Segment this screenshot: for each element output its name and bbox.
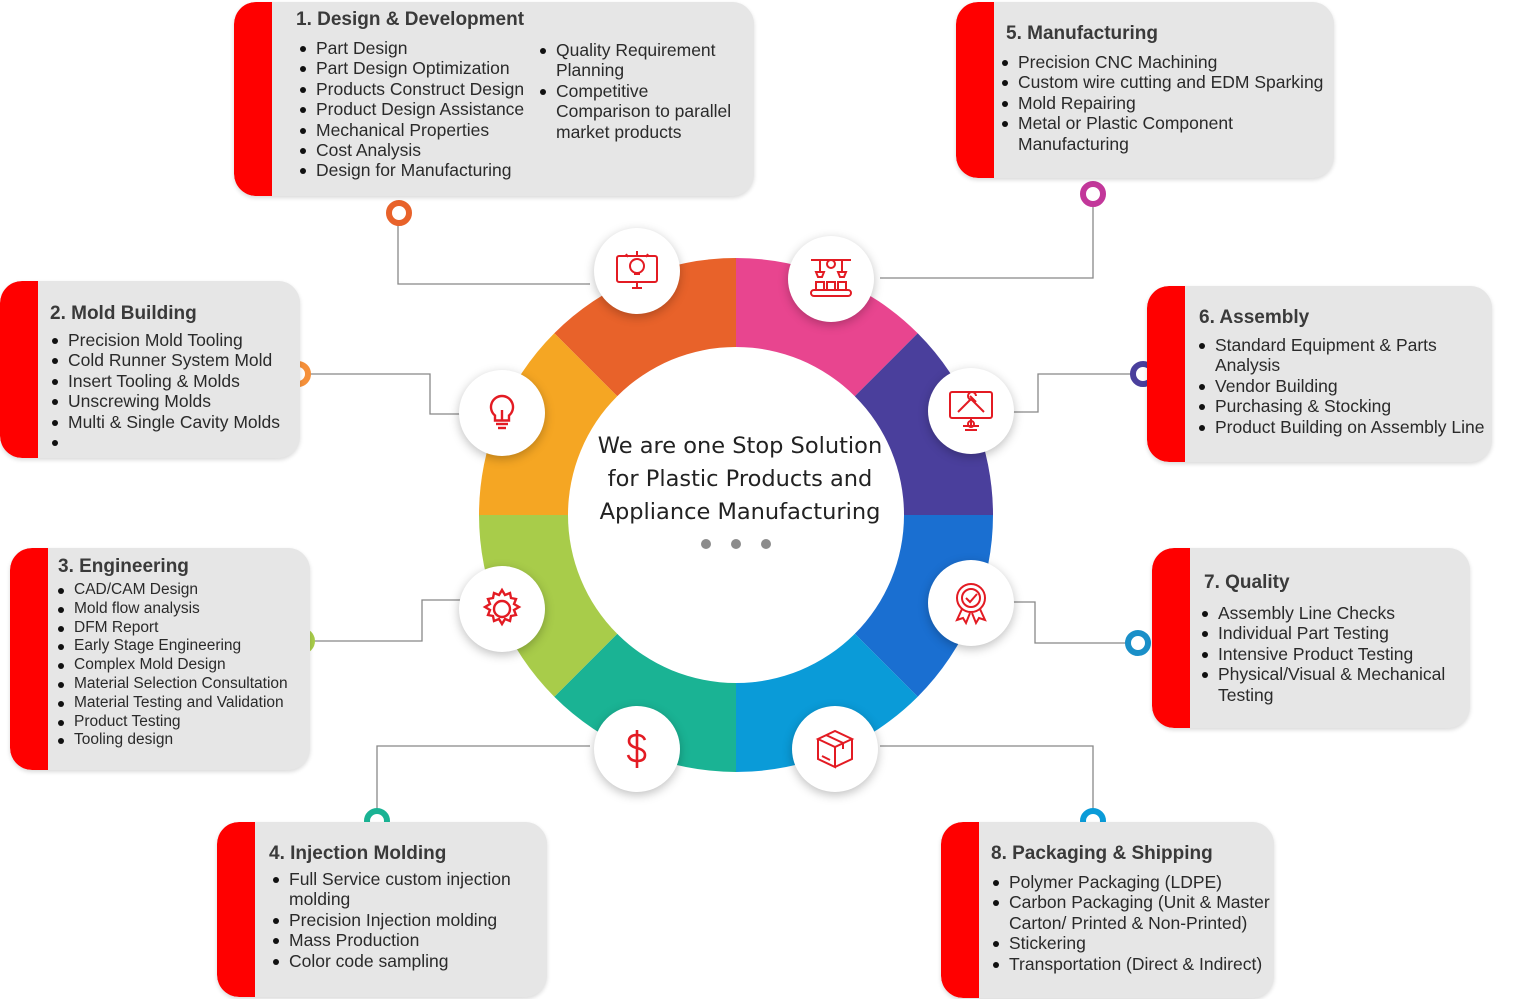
center-line: Appliance Manufacturing: [599, 499, 881, 525]
card-accent-bar: [10, 548, 48, 770]
card-title: 5. Manufacturing: [1006, 23, 1159, 44]
center-line: We are one Stop Solution: [597, 433, 883, 459]
tools-icon: [928, 368, 1014, 454]
list-item: DFM Report: [58, 619, 310, 638]
list-item: Stickering: [993, 933, 1271, 953]
center-title: We are one Stop Solution for Plastic Pro…: [570, 430, 910, 529]
list-item: Precision CNC Machining: [1002, 52, 1334, 72]
lightbulb-icon: [459, 370, 545, 456]
gear-icon: [459, 566, 545, 652]
card-design-development: 1. Design & Development Part Design Part…: [234, 2, 754, 196]
list-item: Unscrewing Molds: [52, 391, 298, 411]
color-ring: [479, 258, 993, 772]
list-item: Mass Production: [273, 930, 533, 950]
list-item: Quality Requirement Planning: [540, 40, 740, 81]
card-accent-bar: [217, 822, 255, 997]
list-item: Material Testing and Validation: [58, 694, 310, 713]
card-title: 3. Engineering: [58, 556, 189, 577]
card-packaging-shipping: 8. Packaging & Shipping Polymer Packagin…: [941, 822, 1274, 998]
list-item: Transportation (Direct & Indirect): [993, 954, 1271, 974]
card-accent-bar: [0, 281, 38, 458]
card-accent-bar: [234, 2, 272, 196]
card-list: CAD/CAM Design Mold flow analysis DFM Re…: [58, 581, 310, 750]
list-item: Metal or Plastic Component Manufacturing: [1002, 113, 1334, 154]
card-accent-bar: [1147, 286, 1185, 462]
list-item: Cold Runner System Mold: [52, 350, 298, 370]
list-item: Precision Injection molding: [273, 910, 533, 930]
card-list-2: Quality Requirement Planning Competitive…: [540, 40, 740, 142]
card-title: 2. Mold Building: [50, 303, 197, 324]
ellipsis-dot: [701, 539, 711, 549]
list-item: Products Construct Design: [300, 79, 540, 99]
list-item: Mechanical Properties: [300, 120, 540, 140]
list-item: Product Testing: [58, 713, 310, 732]
ellipsis-dot: [731, 539, 741, 549]
list-item: Tooling design: [58, 731, 310, 750]
dollar-icon: [594, 706, 680, 792]
card-7-connector-dot: [1125, 630, 1151, 656]
quality-badge-icon: [928, 560, 1014, 646]
design-icon: [594, 228, 680, 314]
card-accent-bar: [941, 822, 979, 998]
card-list: Precision Mold Tooling Cold Runner Syste…: [52, 330, 298, 452]
list-item: Competitive Comparison to parallel marke…: [540, 81, 740, 142]
list-item: Custom wire cutting and EDM Sparking: [1002, 72, 1334, 92]
list-item: Physical/Visual & Mechanical Testing: [1202, 664, 1464, 705]
card-5-connector-dot: [1080, 181, 1106, 207]
list-item: Insert Tooling & Molds: [52, 371, 298, 391]
card-list: Full Service custom injection molding Pr…: [273, 869, 533, 971]
list-item: Precision Mold Tooling: [52, 330, 298, 350]
list-item: Multi & Single Cavity Molds: [52, 412, 298, 432]
card-manufacturing: 5. Manufacturing Precision CNC Machining…: [956, 2, 1334, 178]
list-item: Complex Mold Design: [58, 656, 310, 675]
list-item: Intensive Product Testing: [1202, 644, 1464, 664]
list-item: Material Selection Consultation: [58, 675, 310, 694]
list-item: Color code sampling: [273, 951, 533, 971]
list-item: Mold flow analysis: [58, 600, 310, 619]
center-circle: [568, 347, 904, 683]
card-injection-molding: 4. Injection Molding Full Service custom…: [217, 822, 547, 997]
list-item: CAD/CAM Design: [58, 581, 310, 600]
list-item: Part Design: [300, 38, 540, 58]
list-item: Polymer Packaging (LDPE): [993, 872, 1271, 892]
list-item: Early Stage Engineering: [58, 637, 310, 656]
card-list: Standard Equipment & Parts Analysis Vend…: [1199, 335, 1492, 437]
card-1-connector-dot: [386, 200, 412, 226]
ellipsis-dot: [761, 539, 771, 549]
list-item: Vendor Building: [1199, 376, 1492, 396]
list-item: Carbon Packaging (Unit & Master Carton/ …: [993, 892, 1271, 933]
card-accent-bar: [956, 2, 994, 178]
card-assembly: 6. Assembly Standard Equipment & Parts A…: [1147, 286, 1492, 462]
card-accent-bar: [1152, 548, 1190, 728]
list-item: Purchasing & Stocking: [1199, 396, 1492, 416]
card-list: Polymer Packaging (LDPE) Carbon Packagin…: [993, 872, 1271, 974]
card-list: Precision CNC Machining Custom wire cutt…: [1002, 52, 1334, 154]
card-quality: 7. Quality Assembly Line Checks Individu…: [1152, 548, 1470, 728]
card-title: 8. Packaging & Shipping: [991, 843, 1213, 864]
card-title: 1. Design & Development: [296, 9, 525, 30]
center-line: for Plastic Products and: [607, 466, 873, 492]
list-item: Standard Equipment & Parts Analysis: [1199, 335, 1492, 376]
conveyor-robot-icon: [788, 236, 874, 322]
card-mold-building: 2. Mold Building Precision Mold Tooling …: [0, 281, 300, 458]
list-item: Design for Manufacturing: [300, 160, 540, 180]
list-item: Full Service custom injection molding: [273, 869, 533, 910]
list-item: Product Design Assistance: [300, 99, 540, 119]
box-icon: [792, 706, 878, 792]
card-title: 6. Assembly: [1199, 307, 1310, 328]
card-list: Assembly Line Checks Individual Part Tes…: [1202, 603, 1464, 705]
list-item: Cost Analysis: [300, 140, 540, 160]
list-item: Product Building on Assembly Line: [1199, 417, 1492, 437]
list-item: Part Design Optimization: [300, 58, 540, 78]
list-item: Individual Part Testing: [1202, 623, 1464, 643]
card-title: 7. Quality: [1204, 572, 1290, 593]
card-title: 4. Injection Molding: [269, 843, 447, 864]
card-engineering: 3. Engineering CAD/CAM Design Mold flow …: [10, 548, 310, 770]
list-item: Mold Repairing: [1002, 93, 1334, 113]
list-item: [52, 432, 298, 452]
card-list: Part Design Part Design Optimization Pro…: [300, 38, 540, 181]
list-item: Assembly Line Checks: [1202, 603, 1464, 623]
